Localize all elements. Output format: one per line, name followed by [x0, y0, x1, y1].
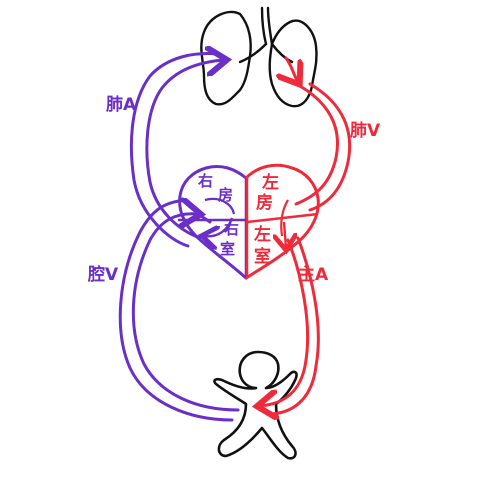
right-ventricle-label-2: 室	[220, 240, 235, 258]
right-atrium-arrow	[204, 217, 234, 236]
left-ventricle-label-2: 室	[254, 246, 271, 267]
right-atrium-label-1: 右	[198, 172, 213, 190]
human-body-icon	[213, 350, 298, 460]
aorta-label: 主A	[298, 264, 329, 285]
vena-cava-vessel	[118, 200, 240, 422]
right-ventricle-label-1: 右	[224, 220, 239, 238]
vena-cava-label: 腔V	[87, 264, 119, 285]
left-ventricle-arrow	[284, 221, 286, 248]
pulmonary-vein-vessel	[286, 56, 352, 212]
left-atrium-label-1: 左	[262, 172, 279, 193]
right-atrium-label-2: 房	[218, 186, 233, 204]
pulmonary-artery-label: 肺A	[106, 95, 137, 115]
left-ventricle-label-1: 左	[254, 224, 271, 245]
pulmonary-vein-label: 肺V	[350, 121, 381, 141]
left-atrium-label-2: 房	[256, 192, 273, 213]
lungs-icon	[200, 6, 318, 108]
aorta-vessel	[260, 236, 320, 414]
